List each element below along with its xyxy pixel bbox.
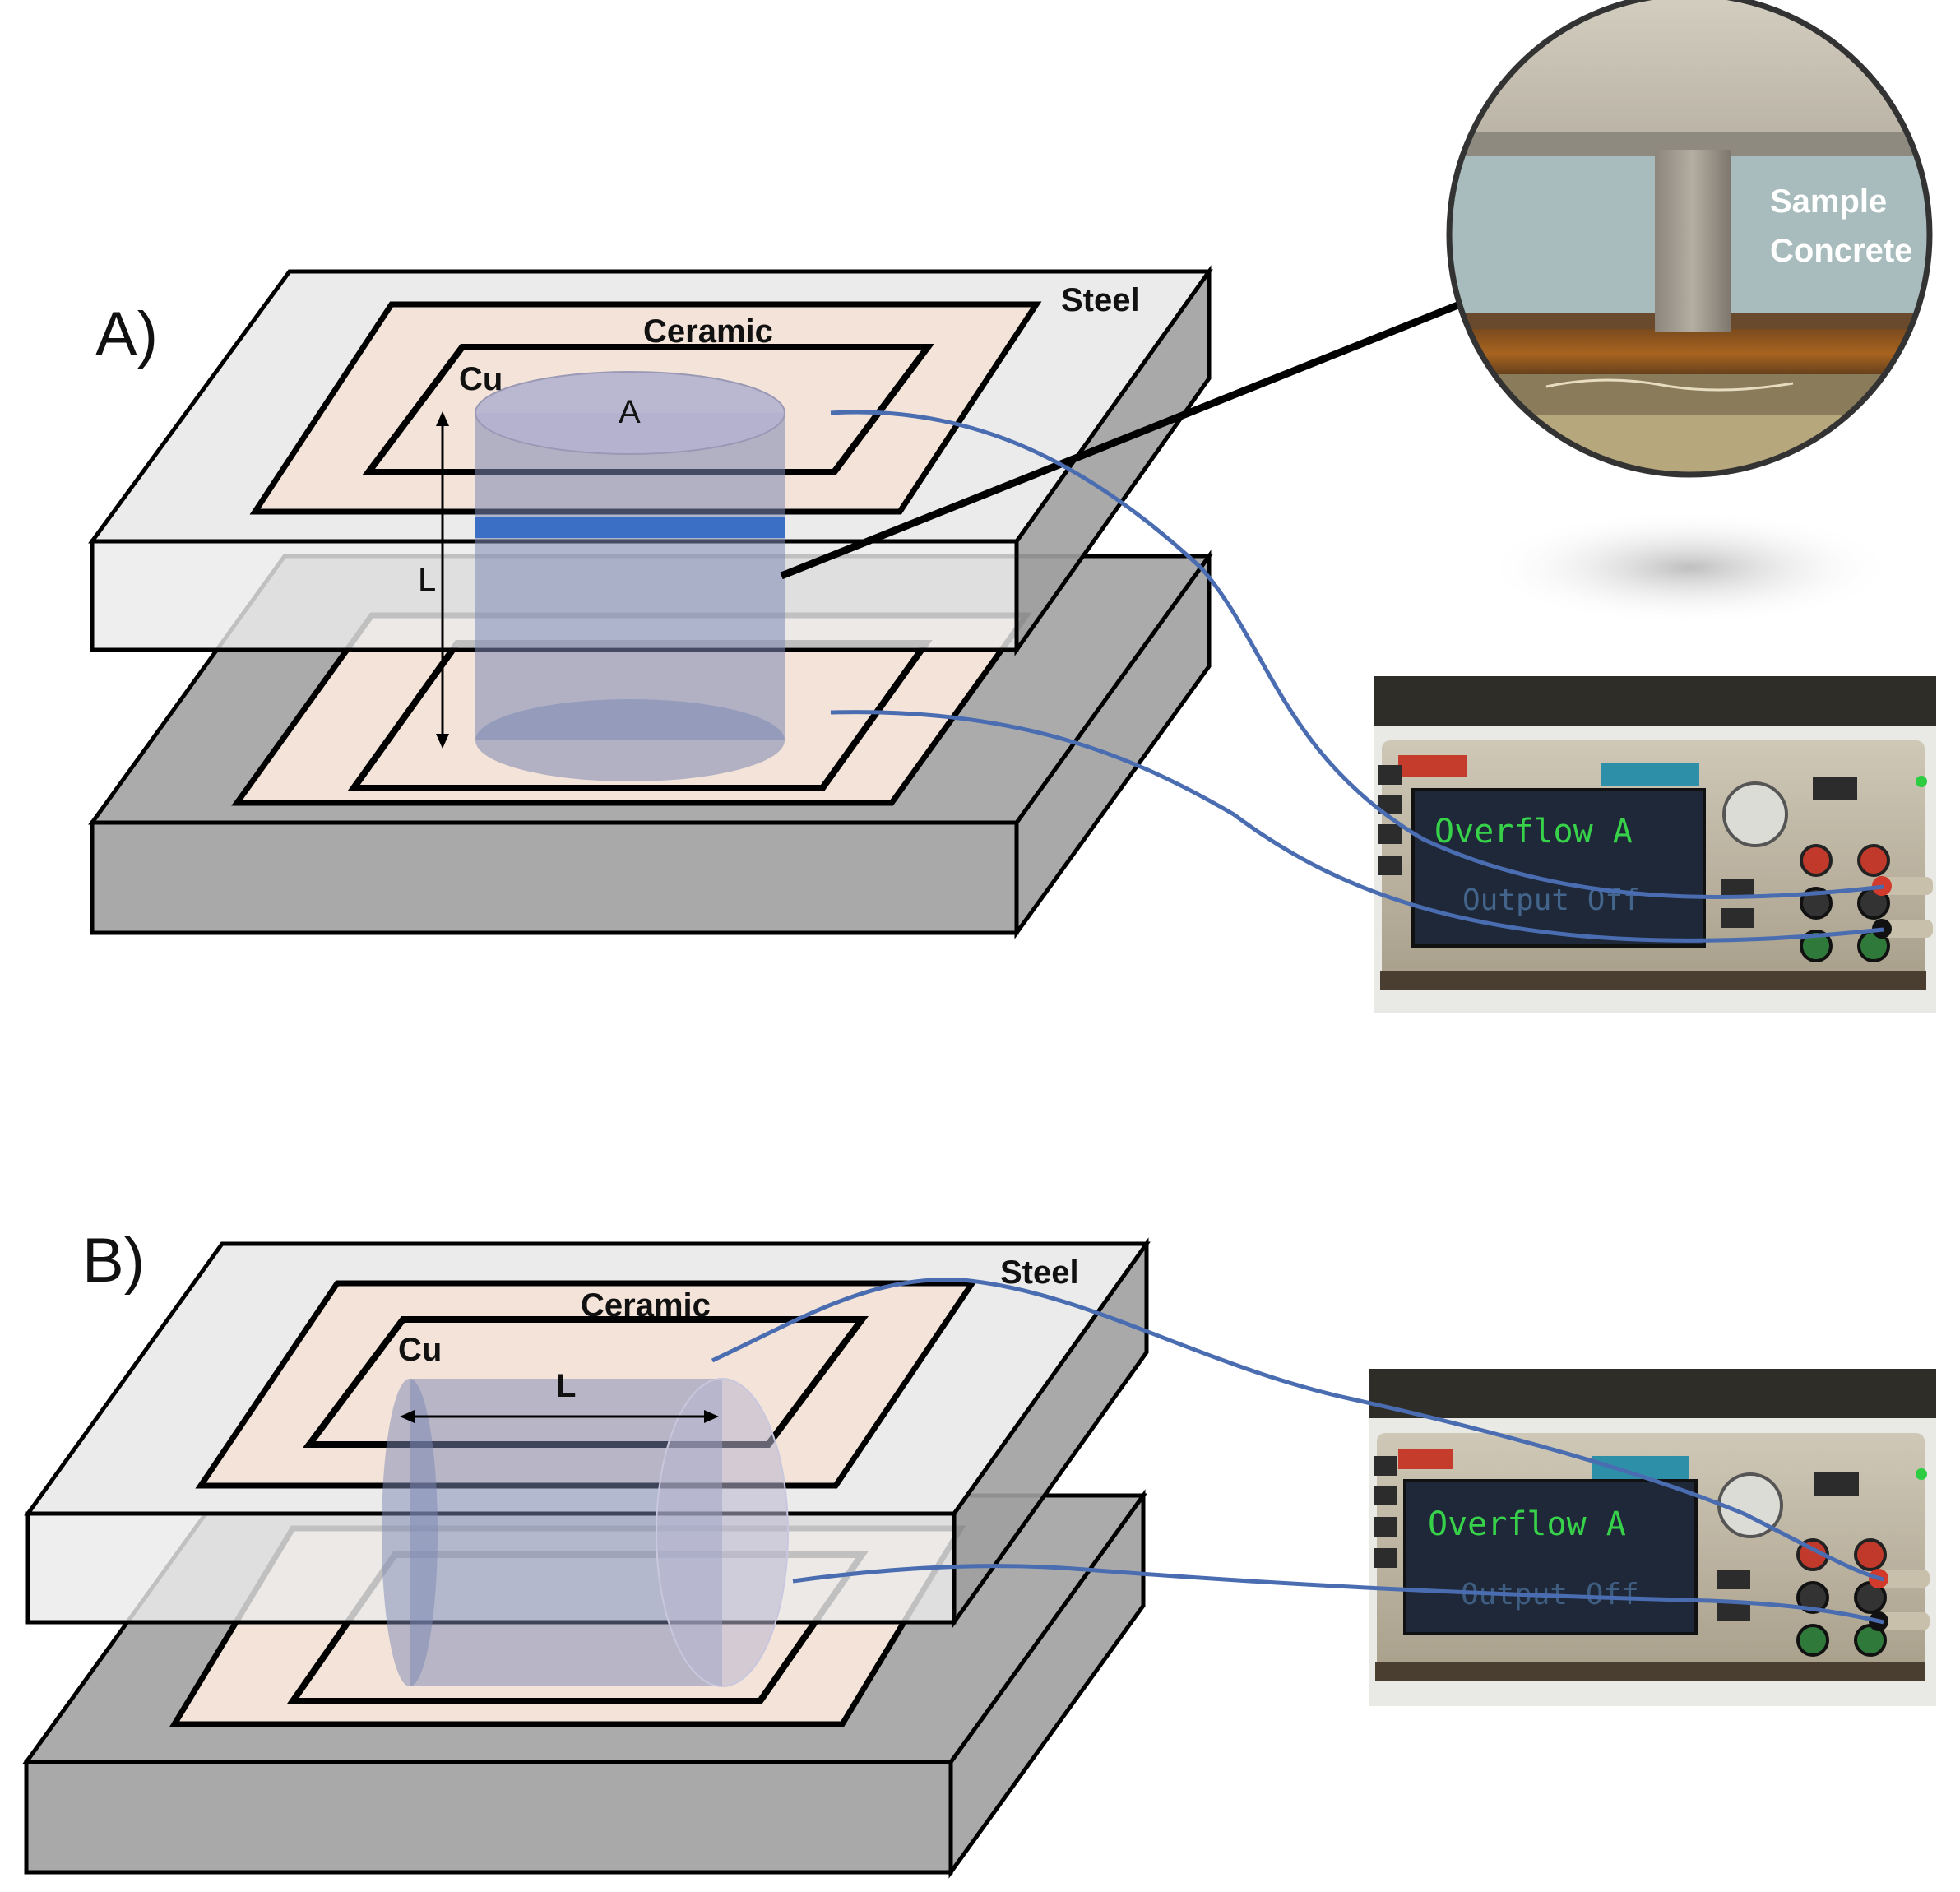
panel-a-wires [830,410,1884,943]
panel-b-label: B) [82,1226,145,1296]
panel-a-source-meter: Overflow A Output Off [1374,676,1936,1013]
panel-a-meter-screen-line2: Output Off [1462,883,1641,917]
panel-a-sample-band [475,517,785,538]
panel-b-ceramic-label: Ceramic [581,1287,711,1324]
panel-a-label: A) [95,299,158,369]
panel-b-meter-screen [1403,1479,1698,1635]
panel-b-length-label: L [556,1368,576,1404]
panel-b-source-meter: Overflow A Output Off [1369,1369,1936,1706]
panel-a-bottom-steel-front [90,820,1019,935]
panel-a-ceramic-label: Ceramic [643,313,773,350]
panel-a-sample-cylinder [475,371,785,781]
panel-b: B) L Steel [22,1226,1936,1879]
panel-b-sample-cylinder [382,1378,789,1687]
panel-a-meter-screen-line1: Overflow A [1434,813,1633,851]
panel-b-cu-label: Cu [398,1332,442,1368]
inset-label-line1: Sample [1770,183,1887,220]
panel-a-wire-top [830,410,1884,900]
panel-a-steel-label: Steel [1061,282,1140,318]
inset-label-line2: Concrete [1770,233,1912,269]
panel-a-sample-photo-inset: Sample Concrete [1446,0,1933,625]
panel-b-bottom-steel-front [24,1760,953,1875]
panel-b-wires [711,1278,1884,1625]
panel-b-meter-screen-line1: Overflow A [1428,1505,1626,1543]
panel-a-wire-bottom [830,710,1884,943]
panel-b-wire-top [711,1278,1884,1582]
inset-shadow [1484,510,1895,625]
inset-concrete-sample [1655,150,1731,332]
panel-b-wire-bottom [792,1564,1884,1625]
panel-a-length-label: L [418,562,436,598]
inset-frame [1446,0,1933,478]
panel-b-sample-end-face [656,1378,789,1687]
panel-a-area-label: A [619,394,641,430]
panel-b-length-arrow [400,1410,719,1423]
panel-b-steel-label: Steel [1000,1254,1079,1291]
panel-a-meter-knob [1722,781,1788,847]
panel-a-sample-top-face [475,371,785,455]
panel-a-meter-screen [1411,788,1706,948]
panel-a: A) A [88,0,1936,1013]
panel-a-cu-label: Cu [459,361,503,397]
panel-a-length-arrow [436,411,449,749]
